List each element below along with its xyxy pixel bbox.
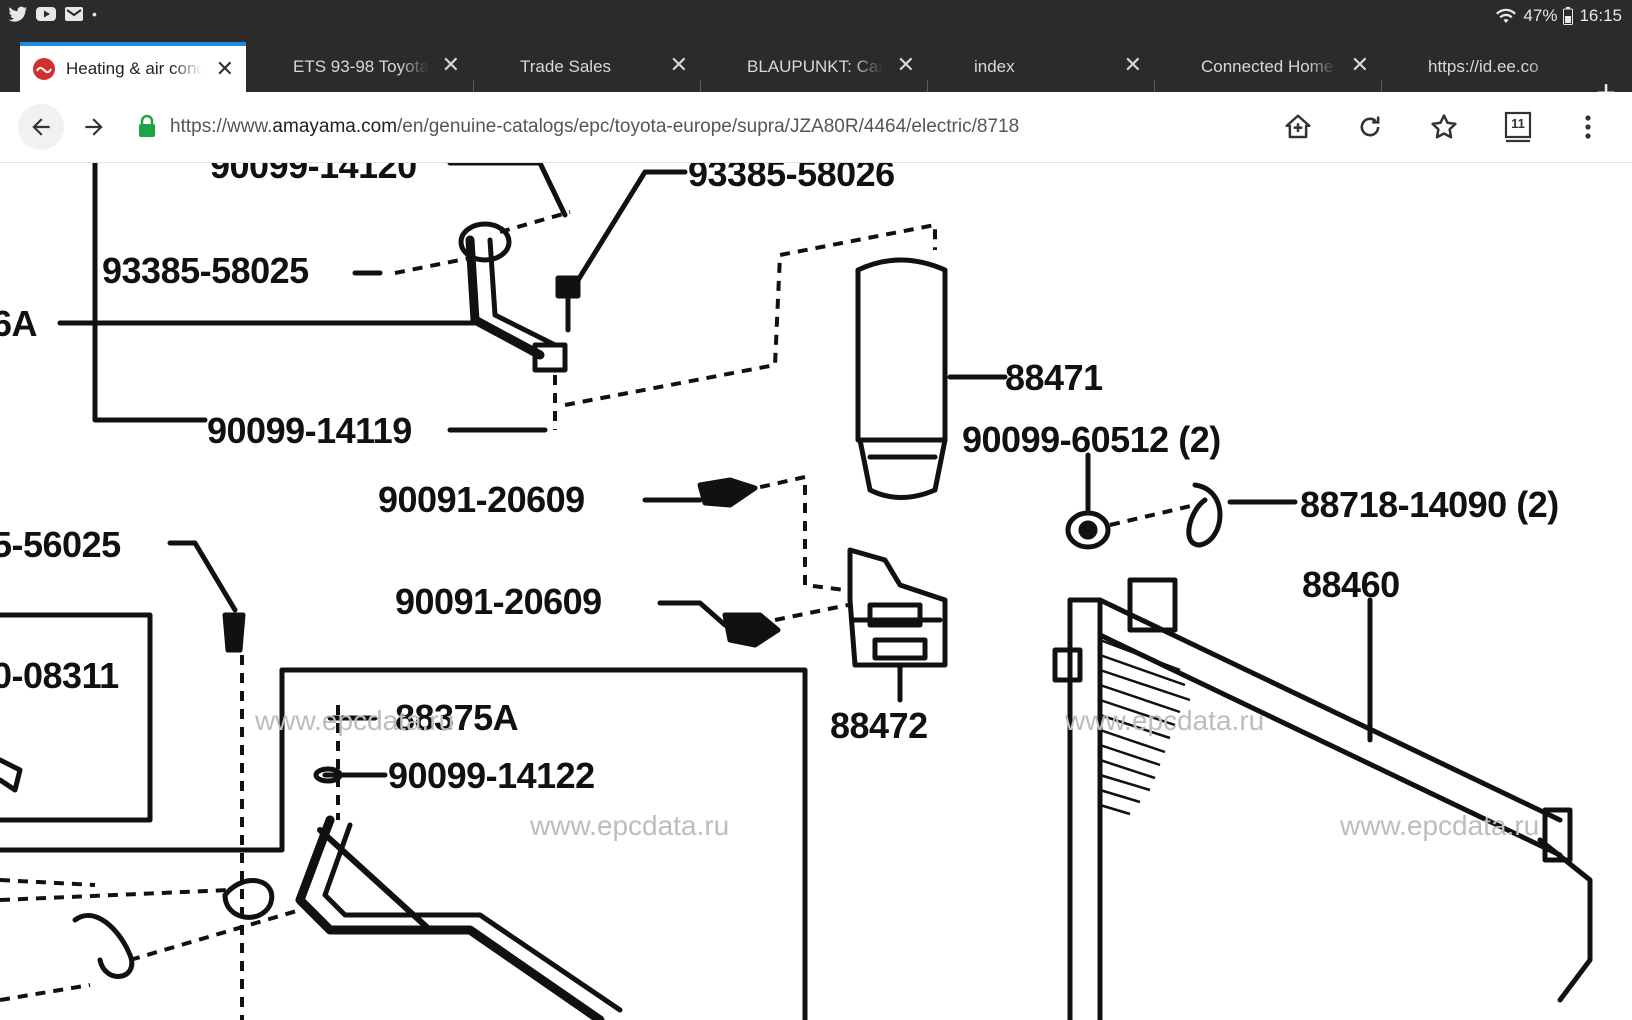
label-90091-20609-upper[interactable]: 90091-20609 bbox=[378, 479, 585, 520]
label-88472[interactable]: 88472 bbox=[830, 705, 928, 746]
watermarks: www.epcdata.ru www.epcdata.ru www.epcdat… bbox=[254, 705, 1539, 841]
lock-icon bbox=[139, 114, 155, 137]
close-tab-icon[interactable]: ✕ bbox=[1350, 52, 1369, 77]
tab-id-ee[interactable]: https://id.ee.co bbox=[1382, 42, 1556, 92]
url-path: /en/genuine-catalogs/epc/toyota-europe/s… bbox=[397, 116, 1020, 137]
tab-heating-air-conditioning[interactable]: Heating & air conditioning ✕ bbox=[20, 42, 246, 92]
notification-icons: • bbox=[8, 6, 97, 22]
more-notifications-icon: • bbox=[92, 6, 97, 22]
url-host: amayama.com bbox=[272, 116, 398, 137]
tab-title: Connected Home bbox=[1201, 57, 1334, 76]
battery-percent: 47% bbox=[1523, 6, 1558, 25]
tab-title: index bbox=[974, 57, 1015, 76]
tab-title: Trade Sales bbox=[520, 57, 612, 76]
diagram-dashed-lines bbox=[0, 210, 1196, 1020]
close-tab-icon[interactable]: ✕ bbox=[215, 56, 234, 81]
home-button[interactable] bbox=[1280, 109, 1316, 145]
arrow-left-icon bbox=[32, 118, 50, 136]
label-6a[interactable]: 6A bbox=[0, 303, 38, 344]
browser-toolbar: https://www.amayama.com/en/genuine-catal… bbox=[0, 92, 1632, 163]
label-90091-20609-lower[interactable]: 90091-20609 bbox=[395, 581, 602, 622]
tab-trade-sales[interactable]: Trade Sales ✕ bbox=[474, 42, 700, 92]
amayama-favicon-icon bbox=[33, 58, 55, 80]
label-90099-14119[interactable]: 90099-14119 bbox=[207, 410, 412, 451]
tab-title: https://id.ee.co bbox=[1428, 57, 1539, 76]
wifi-icon bbox=[1496, 8, 1517, 23]
label-88718-14090[interactable]: 88718-14090 (2) bbox=[1300, 484, 1559, 525]
arrow-right-icon bbox=[85, 118, 103, 136]
tab-title: Heating & air conditioning bbox=[66, 59, 202, 78]
more-vertical-icon bbox=[1585, 115, 1591, 139]
tab-connected-home[interactable]: Connected Home ✕ bbox=[1155, 42, 1381, 92]
close-tab-icon[interactable]: ✕ bbox=[1123, 52, 1142, 77]
mail-icon bbox=[65, 7, 83, 21]
youtube-icon bbox=[36, 7, 56, 21]
tab-index[interactable]: index ✕ bbox=[928, 42, 1154, 92]
back-button[interactable] bbox=[18, 104, 64, 150]
forward-button[interactable] bbox=[76, 109, 112, 145]
label-90099-60512[interactable]: 90099-60512 (2) bbox=[962, 419, 1221, 460]
label-90099-14122[interactable]: 90099-14122 bbox=[388, 755, 595, 796]
close-tab-icon[interactable]: ✕ bbox=[669, 52, 688, 77]
home-icon bbox=[1285, 114, 1311, 139]
url-scheme: https://www. bbox=[170, 116, 273, 137]
label-5-56025[interactable]: 5-56025 bbox=[0, 524, 122, 565]
close-tab-icon[interactable]: ✕ bbox=[896, 52, 915, 77]
clock: 16:15 bbox=[1579, 6, 1622, 25]
tab-title: ETS 93-98 Toyota bbox=[293, 57, 429, 76]
twitter-icon bbox=[8, 6, 27, 22]
tab-switcher-icon bbox=[1504, 111, 1532, 143]
parts-diagram[interactable]: 90099-14120 93385-58026 93385-58025 6A 8… bbox=[0, 163, 1632, 1020]
tab-count: 11 bbox=[1511, 116, 1525, 131]
star-icon bbox=[1431, 114, 1457, 139]
menu-button[interactable] bbox=[1570, 109, 1606, 145]
system-indicators: 47% 16:15 bbox=[1495, 6, 1622, 26]
label-93385-58026[interactable]: 93385-58026 bbox=[688, 163, 895, 194]
reload-icon bbox=[1360, 116, 1380, 137]
label-88471[interactable]: 88471 bbox=[1005, 357, 1104, 398]
close-tab-icon[interactable]: ✕ bbox=[441, 52, 460, 77]
label-88375a[interactable]: 88375A bbox=[395, 697, 519, 738]
page-content[interactable]: 90099-14120 93385-58026 93385-58025 6A 8… bbox=[0, 163, 1632, 1020]
status-bar: • 47% 16:15 bbox=[0, 0, 1632, 32]
label-88460[interactable]: 88460 bbox=[1302, 564, 1400, 605]
tab-switcher-button[interactable]: 11 bbox=[1500, 109, 1536, 145]
condenser-fins bbox=[1099, 638, 1191, 816]
watermark: www.epcdata.ru bbox=[254, 705, 454, 736]
watermark: www.epcdata.ru bbox=[529, 810, 729, 841]
address-bar[interactable]: https://www.amayama.com/en/genuine-catal… bbox=[170, 116, 1019, 138]
tab-ets-toyota[interactable]: ETS 93-98 Toyota ✕ bbox=[246, 42, 472, 92]
label-90099-14120[interactable]: 90099-14120 bbox=[210, 163, 417, 186]
tab-strip: Heating & air conditioning ✕ ETS 93-98 T… bbox=[0, 32, 1632, 116]
bookmark-button[interactable] bbox=[1426, 109, 1462, 145]
tab-blaupunkt[interactable]: BLAUPUNKT: Car ✕ bbox=[701, 42, 927, 92]
label-0-08311[interactable]: 0-08311 bbox=[0, 655, 120, 696]
part-number-labels: 90099-14120 93385-58026 93385-58025 6A 8… bbox=[0, 163, 1559, 796]
label-93385-58025[interactable]: 93385-58025 bbox=[102, 250, 310, 291]
watermark: www.epcdata.ru bbox=[1339, 810, 1539, 841]
tab-title: BLAUPUNKT: Car bbox=[747, 57, 883, 76]
battery-icon bbox=[1563, 7, 1574, 25]
reload-button[interactable] bbox=[1352, 109, 1388, 145]
watermark: www.epcdata.ru bbox=[1064, 705, 1264, 736]
